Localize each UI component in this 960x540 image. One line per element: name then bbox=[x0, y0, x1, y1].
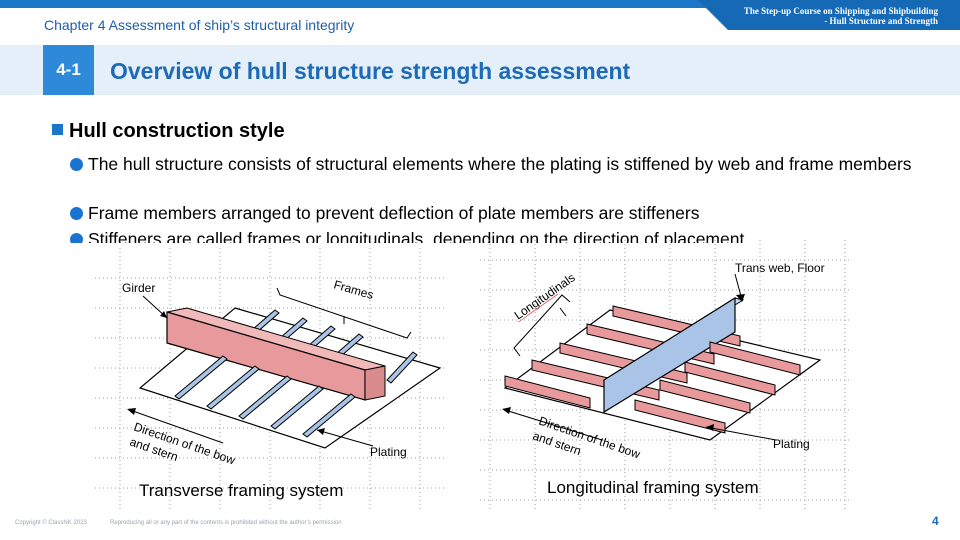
bullet-dot-icon bbox=[70, 158, 83, 171]
bullet-text: The hull structure consists of structura… bbox=[88, 154, 912, 174]
bullet-item: Frame members arranged to prevent deflec… bbox=[70, 202, 930, 225]
label-girder: Girder bbox=[122, 281, 155, 295]
longitudinal-stiffener bbox=[709, 341, 801, 376]
chapter-label: Chapter 4 Assessment of ship’s structura… bbox=[44, 17, 355, 33]
frame-stiffener bbox=[238, 375, 292, 420]
section-number: 4-1 bbox=[43, 45, 94, 95]
label-plating: Plating bbox=[773, 437, 810, 451]
section-heading: Hull construction style bbox=[52, 120, 285, 143]
page-number: 4 bbox=[932, 514, 939, 528]
frame-stiffener bbox=[386, 351, 418, 384]
girder-end bbox=[364, 365, 386, 401]
label-plating: Plating bbox=[370, 445, 407, 459]
title-band bbox=[0, 45, 960, 95]
text-mask bbox=[60, 243, 880, 247]
slide-title: Overview of hull structure strength asse… bbox=[110, 58, 631, 84]
course-title-line1: The Step-up Course on Shipping and Shipb… bbox=[743, 6, 938, 16]
longitudinal-stiffener bbox=[684, 361, 776, 396]
transverse-framing-figure: Girder Frames Direction of the bow and s… bbox=[95, 248, 445, 510]
course-tab bbox=[698, 0, 960, 30]
trans-web bbox=[603, 296, 736, 414]
bullet-dot-icon bbox=[70, 207, 83, 220]
top-accent-bar bbox=[0, 0, 960, 8]
course-title-line2: - Hull Structure and Strength bbox=[824, 16, 938, 26]
longitudinal-stiffener bbox=[659, 379, 751, 414]
longitudinal-stiffener bbox=[504, 375, 591, 409]
caption-transverse: Transverse framing system bbox=[139, 481, 344, 500]
frame-stiffener bbox=[270, 385, 324, 430]
bullet-text: Stiffeners are called frames or longitud… bbox=[88, 229, 750, 243]
footer-notice: Reproducing all or any part of the conte… bbox=[110, 520, 342, 526]
label-frames: Frames bbox=[332, 277, 375, 302]
footer-copyright: Copyright © ClassNK 2023 bbox=[15, 520, 87, 526]
caption-longitudinal: Longitudinal framing system bbox=[547, 478, 759, 497]
frame-stiffener bbox=[174, 355, 228, 400]
label-trans-web: Trans web, Floor bbox=[735, 261, 825, 275]
bullet-dot-icon bbox=[70, 233, 83, 243]
longitudinal-stiffener bbox=[634, 399, 726, 434]
bullet-item: The hull structure consists of structura… bbox=[70, 153, 930, 176]
frame-stiffener bbox=[302, 393, 356, 438]
section-heading-text: Hull construction style bbox=[69, 120, 285, 142]
bullet-item: Stiffeners are called frames or longitud… bbox=[70, 228, 930, 243]
longitudinal-framing-figure: Trans web, Floor Longitudinals Direction… bbox=[480, 240, 850, 510]
bullet-text: Frame members arranged to prevent deflec… bbox=[88, 203, 700, 223]
frame-stiffener bbox=[206, 365, 260, 410]
square-bullet-icon bbox=[52, 124, 63, 135]
